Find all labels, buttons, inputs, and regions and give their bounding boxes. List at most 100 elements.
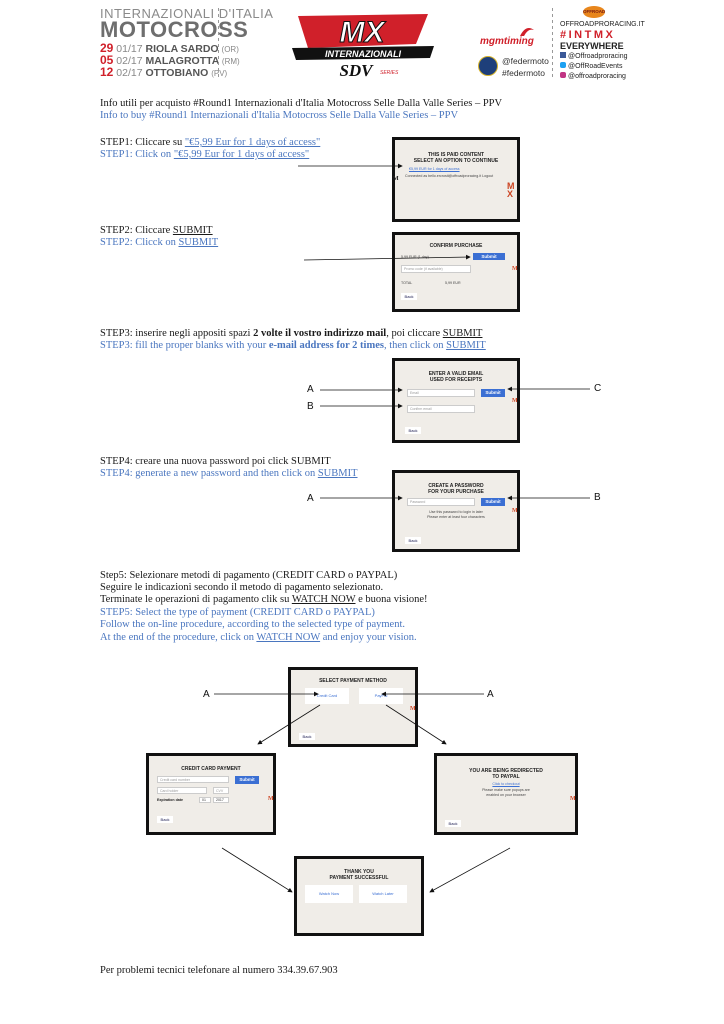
cc-shot-side-right: M <box>268 796 274 802</box>
step1-en-link[interactable]: "€5,99 Eur for 1 days of access" <box>173 149 310 160</box>
arrow-to-credit-card <box>257 704 321 745</box>
step5-it-2: Seguire le indicazioni secondo il metodo… <box>100 582 384 593</box>
step5-en-link[interactable]: WATCH NOW <box>256 632 321 643</box>
cc-back[interactable]: Back <box>157 816 173 823</box>
logo-sdv-text: SDV <box>339 61 374 80</box>
race-prov: (RM) <box>221 57 240 66</box>
intro-en: Info to buy #Round1 Internazionali d'Ita… <box>100 110 459 121</box>
step3-shot-confirm-email[interactable]: Confirm email <box>407 405 475 413</box>
step3-it: STEP3: inserire negli appositi spazi 2 v… <box>100 328 483 339</box>
step3-en: STEP3: fill the proper blanks with your … <box>100 340 486 351</box>
step2-en-link[interactable]: SUBMIT <box>178 237 219 248</box>
federmoto-hash: #federmoto <box>502 68 545 78</box>
step3-it-link[interactable]: SUBMIT <box>442 328 483 339</box>
header-divider-2 <box>552 8 553 78</box>
step2-screenshot: CONFIRM PURCHASE 5,99 EUR (1 day) Submit… <box>392 232 520 312</box>
step2-shot-submit[interactable]: Submit <box>473 253 505 260</box>
arrow-cc-to-thankyou <box>221 847 293 893</box>
step4-shot-submit[interactable]: Submit <box>481 498 505 506</box>
logo-black-banner <box>292 46 434 60</box>
logo-series-text: SERIES <box>380 70 399 76</box>
step2-shot-promo[interactable]: Promo code (if available) <box>401 265 471 273</box>
cc-cvv-input[interactable]: CVV <box>213 787 229 794</box>
social-list: @Offroadproracing @OffRoadEvents @offroa… <box>560 52 628 82</box>
step2-shot-title: CONFIRM PURCHASE <box>429 243 483 249</box>
pp-title: YOU ARE BEING REDIRECTED TO PAYPAL <box>469 768 543 780</box>
arrow-step2 <box>303 254 471 261</box>
race-date-1: 29 01/17 RIOLA SARDO (OR) <box>100 41 239 55</box>
logo-red-banner <box>298 14 428 48</box>
cc-submit-button[interactable]: Submit <box>235 776 259 784</box>
step3-en-link[interactable]: SUBMIT <box>446 340 486 351</box>
step1-shot-side-left: M <box>393 176 399 182</box>
race-prov: (PV) <box>211 69 228 78</box>
step2-shot-back[interactable]: Back <box>401 293 417 300</box>
race-date-2: 05 02/17 MALAGROTTA (RM) <box>100 53 240 67</box>
cc-month-select[interactable]: 01 <box>199 797 211 803</box>
step3-label-a: A <box>307 384 314 395</box>
step5-it-link[interactable]: WATCH NOW <box>291 594 356 605</box>
intro-it: Info utili per acquisto #Round1 Internaz… <box>100 98 503 109</box>
hashtag-intmx: #INTMX <box>560 29 616 41</box>
cc-number-input[interactable]: Credit card number <box>157 776 229 783</box>
step1-shot-option[interactable]: €5,99 EUR for 1 days of access <box>409 167 460 171</box>
race-prov: (OR) <box>221 45 239 54</box>
step3-shot-submit[interactable]: Submit <box>481 389 505 397</box>
pp-shot-side-right: M <box>570 796 576 802</box>
social-instagram: @offroadproracing <box>560 72 628 82</box>
step2-it-link[interactable]: SUBMIT <box>172 225 213 236</box>
offroad-url: OFFROADPRORACING.IT <box>560 21 645 28</box>
step5-label-a-right: A <box>487 689 494 700</box>
race-month: 01/17 <box>116 43 143 55</box>
cc-title: CREDIT CARD PAYMENT <box>181 766 241 772</box>
pp-back[interactable]: Back <box>445 820 461 827</box>
cc-holder-input[interactable]: Card holder <box>157 787 207 794</box>
cc-exp-label: Expiration date <box>157 798 183 802</box>
step1-en: STEP1: Click on "€5,99 Eur for 1 days of… <box>100 149 310 160</box>
offroad-badge: OFFROAD <box>583 6 605 18</box>
step4-shot-back[interactable]: Back <box>405 537 421 544</box>
step4-label-a: A <box>307 493 314 504</box>
step3-shot-back[interactable]: Back <box>405 427 421 434</box>
watch-later-button[interactable]: Watch Later <box>359 885 407 903</box>
social-twitter: @OffRoadEvents <box>560 62 628 72</box>
header-title-big: MOTOCROSS <box>100 17 249 42</box>
mgm-timing-logo: mgmtiming <box>480 36 534 47</box>
step5-it-1: Step5: Selezionare metodi di pagamento (… <box>100 570 398 581</box>
watch-now-button[interactable]: Watch Now <box>305 885 353 903</box>
mx-logo: MX INTERNAZIONALI SDV SERIES <box>292 14 434 80</box>
race-day: 12 <box>100 65 114 79</box>
step2-shot-total: TOTAL <box>401 281 413 285</box>
pp-checkout-link[interactable]: Click to checkout <box>492 782 520 786</box>
step1-shot-title: THIS IS PAID CONTENT SELECT AN OPTION TO… <box>413 152 499 164</box>
step1-it-link[interactable]: "€5,99 Eur for 1 days of access" <box>184 137 321 148</box>
step3-shot-side-right: M <box>512 398 518 404</box>
pp-note: Please make sure popups are enabled on y… <box>482 788 530 797</box>
step2-shot-row: 5,99 EUR (1 day) <box>401 255 429 259</box>
select-shot-side-right: M <box>410 706 416 712</box>
arrow-to-paypal <box>385 704 447 745</box>
facebook-icon <box>560 52 566 58</box>
paypal-option[interactable]: PayPal <box>359 688 403 704</box>
step5-it-3: Terminate le operazioni di pagamento cli… <box>100 594 428 605</box>
step4-en: STEP4: generate a new password and then … <box>100 468 358 479</box>
step2-it: STEP2: Cliccare SUBMIT <box>100 225 213 236</box>
step3-shot-email[interactable]: Email <box>407 389 475 397</box>
step4-shot-hint: Use this password to login in later Plea… <box>427 510 485 519</box>
logo-mx-text: MX <box>340 16 387 49</box>
select-payment-back[interactable]: Back <box>299 733 315 740</box>
race-place: OTTOBIANO <box>145 67 209 79</box>
step3-screenshot: ENTER A VALID EMAIL USED FOR RECEIPTS Em… <box>392 358 520 443</box>
step4-shot-password[interactable]: Password <box>407 498 475 506</box>
federmoto-badge-icon <box>478 56 498 76</box>
race-month: 02/17 <box>116 67 143 79</box>
federmoto-handles: @federmoto #federmoto <box>502 55 549 79</box>
race-date-3: 12 02/17 OTTOBIANO (PV) <box>100 65 227 79</box>
cc-year-select[interactable]: 2017 <box>213 797 229 803</box>
header-title-small: INTERNAZIONALI D'ITALIA <box>100 6 274 21</box>
step2-shot-side-right: M <box>512 266 518 272</box>
step4-en-link[interactable]: SUBMIT <box>317 468 358 479</box>
select-payment-title: SELECT PAYMENT METHOD <box>319 678 387 684</box>
